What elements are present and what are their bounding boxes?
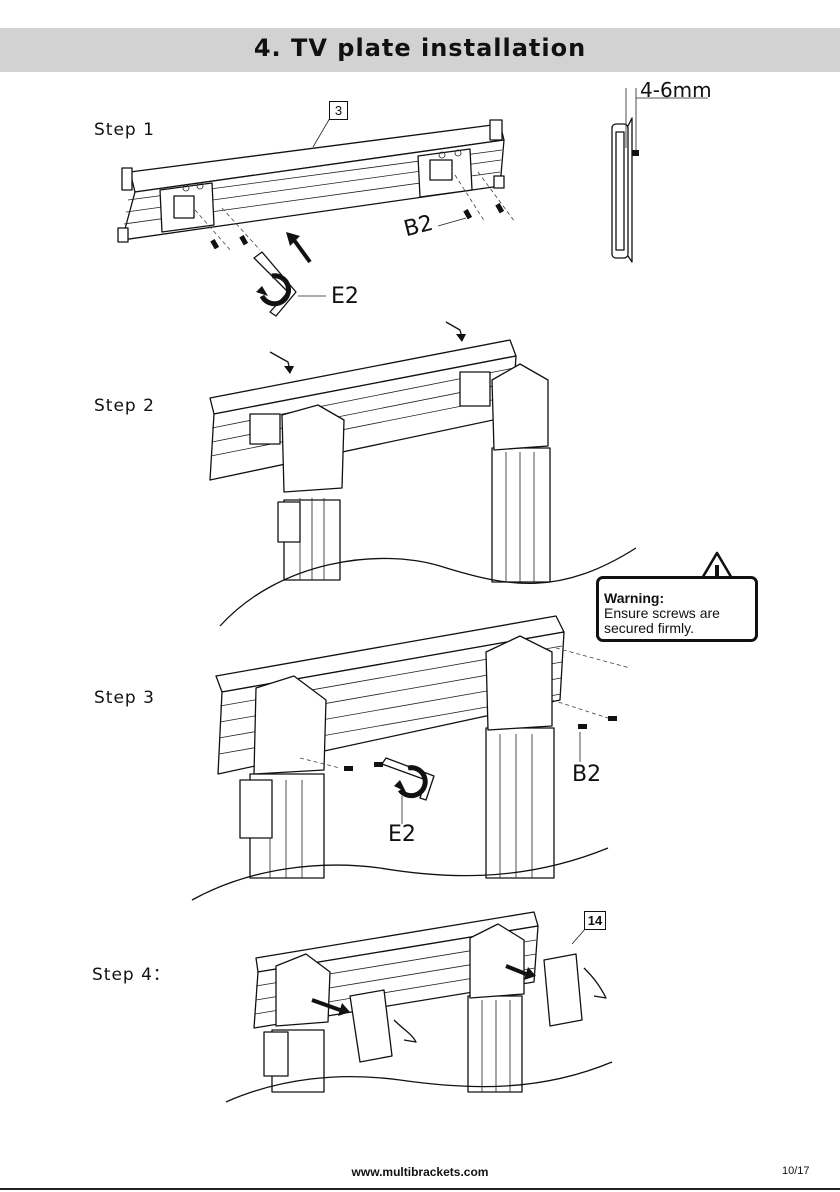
step4-label: Step 4：	[92, 960, 171, 985]
step2-label: Step 2	[94, 396, 155, 416]
b2-label-step3: B2	[572, 762, 601, 787]
gap-label: 4-6mm	[640, 78, 712, 102]
part3-leader	[313, 118, 330, 147]
warning-line1: Ensure screws are	[604, 606, 755, 621]
e2-label-step1: E2	[331, 284, 359, 309]
b2-leader	[438, 218, 466, 226]
side-profile	[612, 88, 708, 262]
warning-line2: secured firmly.	[604, 621, 755, 636]
page-number: 10/17	[782, 1165, 810, 1177]
step3-assembly	[192, 616, 608, 900]
step3-allen-key	[382, 758, 434, 824]
footer-url: www.multibrackets.com	[0, 1165, 840, 1179]
step1-label: Step 1	[94, 120, 155, 140]
step3-label: Step 3	[94, 688, 155, 708]
warning-title: Warning:	[604, 591, 755, 606]
step2-assembly	[210, 340, 636, 626]
e2-label-step3: E2	[388, 822, 416, 847]
step1-push-arrow	[286, 232, 310, 262]
footer-rule	[0, 1188, 840, 1190]
part-14-label: 14	[584, 911, 606, 930]
step1-allen-key	[254, 252, 326, 316]
part-3-label: 3	[329, 101, 348, 120]
warning-box: Warning: Ensure screws are secured firml…	[596, 576, 758, 642]
